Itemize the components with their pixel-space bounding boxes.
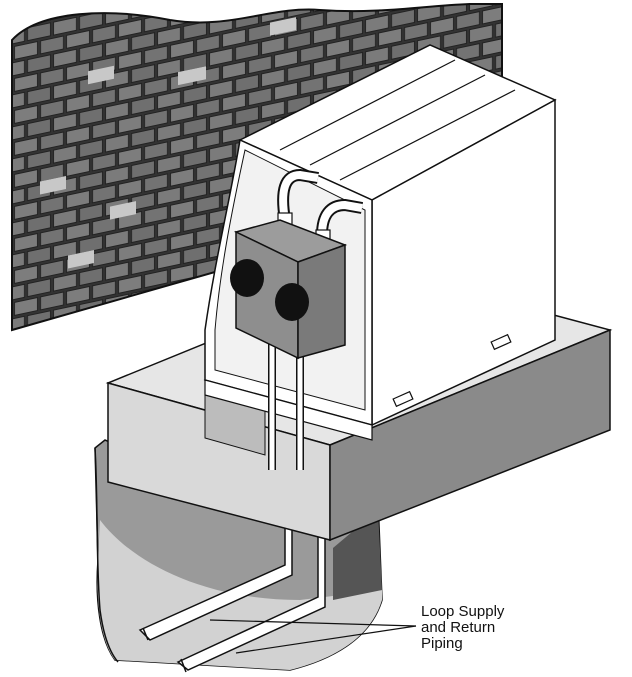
piping-callout-label: Loop Supply and Return Piping xyxy=(421,604,541,652)
callout-leaders xyxy=(209,619,417,654)
callout-line-1: Loop Supply xyxy=(421,603,505,620)
light-bricks xyxy=(40,17,296,269)
callout-line-2: and Return xyxy=(421,619,496,636)
callout-line-3: Piping xyxy=(421,635,463,652)
cabinet-vents xyxy=(392,333,512,408)
heat-pump-unit xyxy=(204,44,557,470)
flow-center-box xyxy=(230,219,348,360)
pump-port-right xyxy=(275,283,309,321)
pump-port-left xyxy=(230,259,264,297)
